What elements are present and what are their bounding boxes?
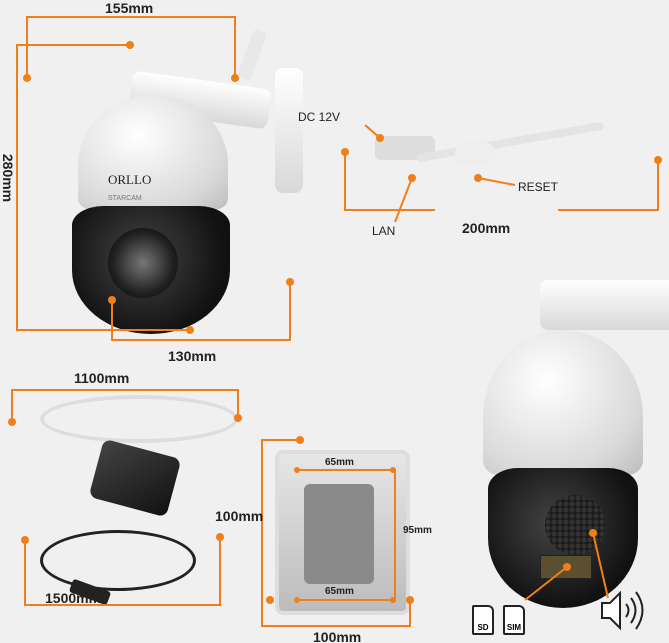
label-inner-top: 65mm <box>325 457 354 468</box>
second-camera-arm <box>540 280 669 330</box>
label-height: 280mm <box>0 153 17 203</box>
logo-sub: STARCAM <box>108 195 142 202</box>
label-power-cable: 1500mm <box>45 590 102 606</box>
sim-card-icon: SIM <box>503 605 525 635</box>
power-cable-coil <box>40 530 196 591</box>
label-lan: LAN <box>372 224 396 238</box>
label-width-top: 155mm <box>105 0 154 16</box>
label-dome-width: 130mm <box>168 348 217 364</box>
brand-logo: ORLLO STARCAM <box>108 172 151 204</box>
label-cable-length: 200mm <box>462 220 511 236</box>
wall-mount-plate <box>275 68 303 193</box>
label-box-height: 100mm <box>215 508 264 524</box>
second-camera-dome <box>483 330 643 475</box>
speaker-icon <box>601 590 644 631</box>
logo-main: ORLLO <box>108 172 152 187</box>
label-inner-bottom: 65mm <box>325 586 354 597</box>
sim-label: SIM <box>506 623 522 632</box>
camera-lens <box>108 228 178 298</box>
connector-cable <box>375 121 605 168</box>
camera-dome <box>78 95 228 210</box>
sd-label: SD <box>477 623 489 632</box>
label-dc: DC 12V <box>298 110 341 124</box>
label-inner-height: 95mm <box>403 525 432 536</box>
junction-box <box>275 450 410 615</box>
label-lan-cable: 1100mm <box>74 370 130 386</box>
sd-card-icon: SD <box>472 605 494 635</box>
label-reset: RESET <box>518 180 559 194</box>
label-box-width: 100mm <box>313 629 362 643</box>
